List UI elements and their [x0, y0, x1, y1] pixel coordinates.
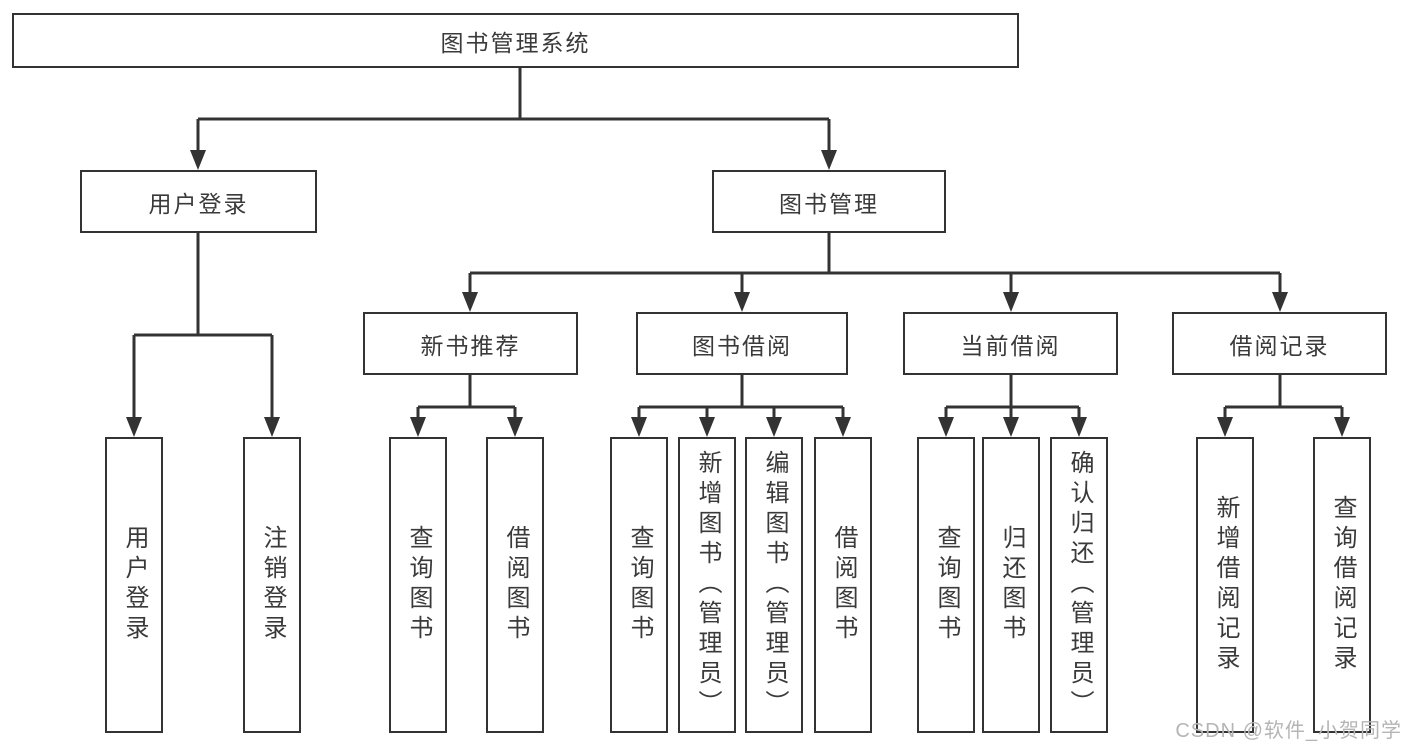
- arrowhead: [1217, 417, 1233, 437]
- leaf-confirm-return-admin: 确认归还（管理员）: [1050, 437, 1108, 733]
- arrowhead: [766, 417, 782, 437]
- arrowhead: [1003, 292, 1019, 312]
- leaf-query-books-borrowing: 查询图书: [610, 437, 668, 733]
- leaf-add-book-admin: 新增图书（管理员）: [678, 437, 736, 733]
- node-book-borrowing: 图书借阅: [636, 312, 848, 375]
- leaf-edit-book-admin: 编辑图书（管理员）: [745, 437, 803, 733]
- arrowhead: [734, 292, 750, 312]
- leaf-query-books-current: 查询图书: [917, 437, 975, 733]
- arrowhead: [1272, 292, 1288, 312]
- csdn-watermark: CSDN @软件_小贺同学: [1175, 720, 1402, 742]
- arrowhead: [821, 150, 837, 170]
- leaf-query-books-recommend: 查询图书: [389, 437, 447, 733]
- arrowhead: [462, 292, 478, 312]
- arrowhead: [1334, 417, 1350, 437]
- arrowhead: [1071, 417, 1087, 437]
- leaf-borrow-books-recommend: 借阅图书: [486, 437, 544, 733]
- arrowhead: [126, 417, 142, 437]
- node-borrowing-records: 借阅记录: [1172, 312, 1387, 375]
- leaf-add-borrow-record: 新增借阅记录: [1196, 437, 1254, 733]
- node-new-book-recommend: 新书推荐: [363, 312, 578, 375]
- arrowhead: [631, 417, 647, 437]
- arrowhead: [938, 417, 954, 437]
- node-root: 图书管理系统: [12, 13, 1019, 68]
- arrowhead: [264, 417, 280, 437]
- node-book-management: 图书管理: [712, 170, 946, 233]
- leaf-return-book: 归还图书: [982, 437, 1040, 733]
- node-current-borrowing: 当前借阅: [903, 312, 1118, 375]
- arrowhead: [190, 150, 206, 170]
- leaf-logout: 注销登录: [243, 437, 301, 733]
- leaf-borrow-books-borrowing: 借阅图书: [814, 437, 872, 733]
- arrowhead: [410, 417, 426, 437]
- leaf-query-borrow-record: 查询借阅记录: [1313, 437, 1371, 733]
- arrowhead: [835, 417, 851, 437]
- leaf-user-login: 用户登录: [105, 437, 163, 733]
- node-user-login: 用户登录: [80, 170, 317, 233]
- arrowhead: [1003, 417, 1019, 437]
- arrowhead: [699, 417, 715, 437]
- arrowhead: [507, 417, 523, 437]
